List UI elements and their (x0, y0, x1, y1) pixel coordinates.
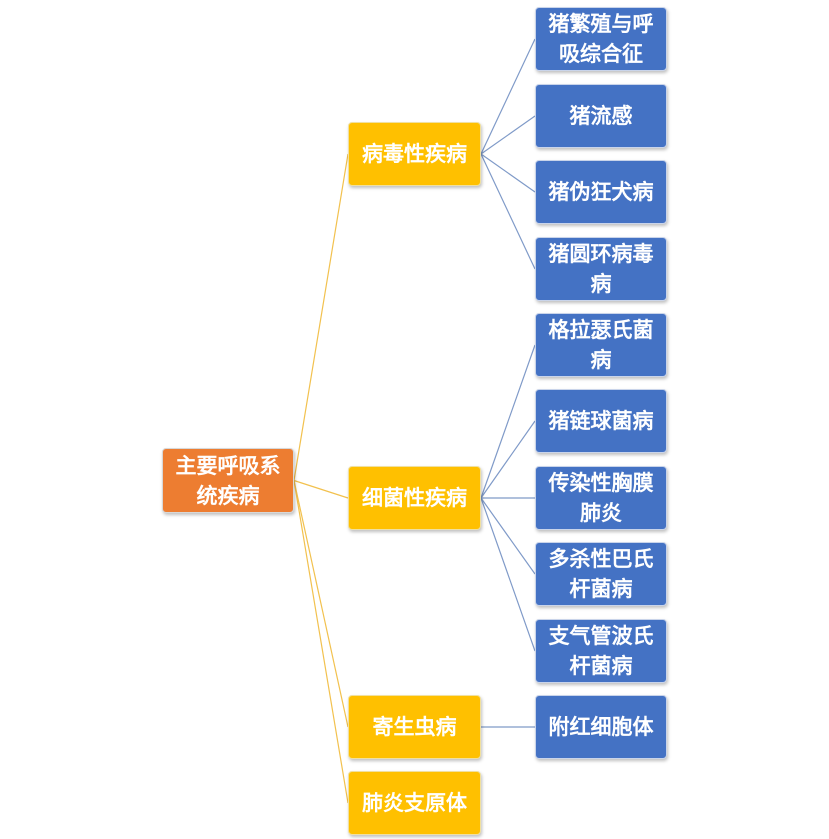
leaf-connector-line (480, 38, 536, 155)
category-mycoplasma[interactable]: 肺炎支原体 (348, 771, 481, 835)
category-bacterial[interactable]: 细菌性疾病 (348, 466, 481, 530)
category-label: 病毒性疾病 (362, 141, 467, 166)
leaf-connector-line (480, 153, 536, 193)
root-connector-line (293, 479, 349, 499)
category-viral[interactable]: 病毒性疾病 (348, 122, 481, 186)
leaf-label: 猪流感 (569, 103, 633, 128)
leaf-label: 猪链球菌病 (548, 408, 654, 433)
leaf-label: 猪圆环病毒病 (548, 241, 654, 296)
category-label: 寄生虫病 (372, 714, 457, 739)
leaf-label: 传染性胸膜肺炎 (548, 470, 654, 525)
leaf-connector-line (480, 115, 536, 155)
leaf-eperythrozoon[interactable]: 附红细胞体 (535, 695, 667, 759)
leaf-connector-line (480, 497, 536, 575)
leaf-connector-line (480, 420, 536, 499)
leaf-glassers-disease[interactable]: 格拉瑟氏菌病 (535, 313, 667, 377)
leaf-prrs[interactable]: 猪繁殖与呼吸综合征 (535, 7, 667, 71)
root-connector-line (293, 480, 349, 728)
leaf-pleuropneumonia[interactable]: 传染性胸膜肺炎 (535, 466, 667, 530)
leaf-label: 附红细胞体 (548, 714, 654, 739)
root-connector-line (293, 153, 349, 481)
leaf-label: 猪繁殖与呼吸综合征 (548, 11, 654, 66)
leaf-connector-line (480, 497, 536, 652)
category-label: 肺炎支原体 (362, 790, 467, 815)
leaf-bordetella[interactable]: 支气管波氏杆菌病 (535, 619, 667, 683)
root-label: 主要呼吸系统疾病 (175, 452, 281, 508)
leaf-label: 猪伪狂犬病 (548, 179, 654, 204)
leaf-swine-influenza[interactable]: 猪流感 (535, 84, 667, 148)
category-parasitic[interactable]: 寄生虫病 (348, 695, 481, 759)
leaf-streptococcus[interactable]: 猪链球菌病 (535, 389, 667, 453)
leaf-connector-line (480, 344, 536, 499)
root-connector-line (293, 480, 349, 804)
leaf-label: 多杀性巴氏杆菌病 (548, 546, 654, 601)
category-label: 细菌性疾病 (362, 485, 467, 510)
leaf-label: 支气管波氏杆菌病 (548, 623, 654, 678)
leaf-circovirus[interactable]: 猪圆环病毒病 (535, 237, 667, 301)
leaf-connector-line (480, 153, 536, 270)
root-node[interactable]: 主要呼吸系统疾病 (162, 448, 294, 513)
leaf-label: 格拉瑟氏菌病 (548, 317, 654, 372)
leaf-pasteurellosis[interactable]: 多杀性巴氏杆菌病 (535, 542, 667, 606)
leaf-pseudorabies[interactable]: 猪伪狂犬病 (535, 160, 667, 224)
